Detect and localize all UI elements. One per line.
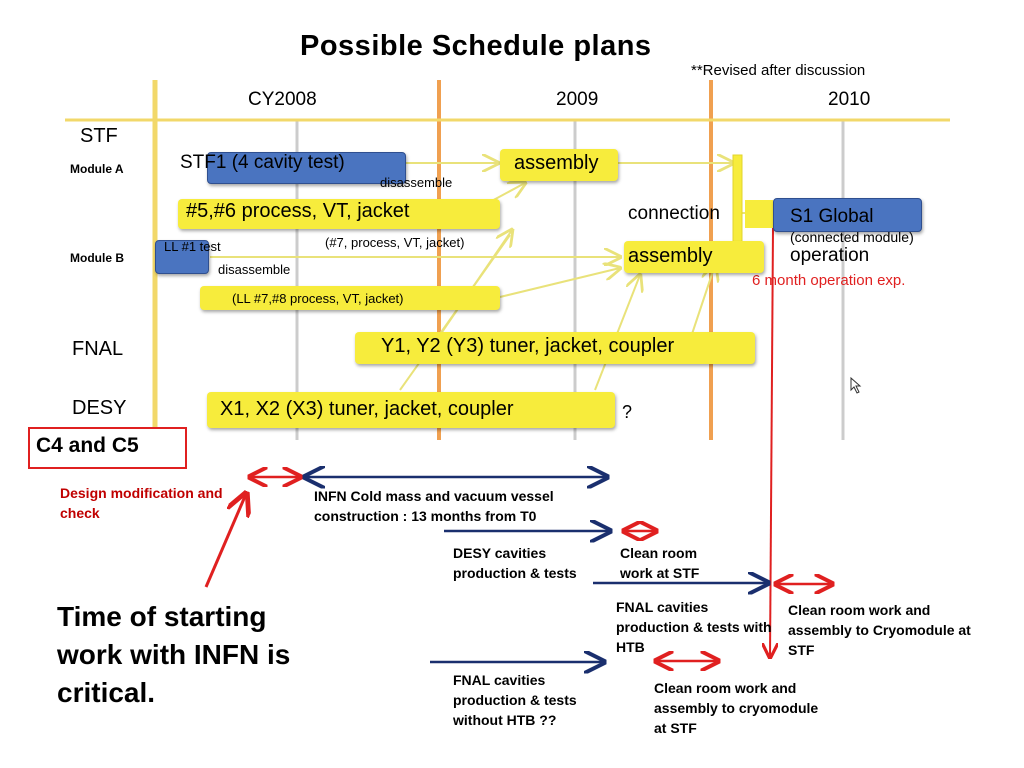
question-mark: ? <box>622 402 633 422</box>
connection-label: connection <box>628 203 720 224</box>
s1-global-bar <box>773 198 922 232</box>
year-label-2009: 2009 <box>556 89 599 110</box>
design-mod-label: Design modification and check <box>60 485 223 521</box>
critical-pointer-arrow <box>204 494 246 588</box>
six-month-label: 6 month operation exp. <box>752 272 906 289</box>
s1-global-label: S1 Global <box>790 206 874 227</box>
row-label-module-a: Module A <box>70 162 124 176</box>
assembly-b-bar <box>624 241 764 273</box>
stf1-label: STF1 (4 cavity test) <box>180 152 345 173</box>
desy-cav-label: DESY cavities production & tests <box>453 545 577 581</box>
c4c5-label: C4 and C5 <box>36 434 139 457</box>
year-label-2008: CY2008 <box>248 89 317 110</box>
stf1-bar <box>207 152 406 184</box>
disassemble-a-label: disassemble <box>380 175 453 190</box>
revised-note: **Revised after discussion <box>691 62 866 79</box>
ll1-test-bar <box>155 240 209 274</box>
desy-bar <box>207 392 615 428</box>
infn-label: INFN Cold mass and vacuum vessel constru… <box>314 488 554 524</box>
fnal-bar <box>355 332 755 364</box>
row-label-stf: STF <box>80 125 118 147</box>
ll78-bar <box>200 286 500 310</box>
clean-cryo-2-label: Clean room work and assembly to cryomodu… <box>654 680 819 736</box>
ll1-test-label: LL #1 test <box>164 239 221 254</box>
fnal-bar-label: Y1, Y2 (Y3) tuner, jacket, coupler <box>381 335 675 357</box>
process56-label: #5,#6 process, VT, jacket <box>186 200 410 222</box>
row-label-desy: DESY <box>72 397 127 419</box>
fnal-htb-label: FNAL cavities production & tests with HT… <box>616 599 772 655</box>
clean-cryo-1-label: Clean room work and assembly to Cryomodu… <box>788 602 971 658</box>
assembly-b-label: assembly <box>628 245 713 267</box>
assembly-a-bar <box>500 149 618 181</box>
fnal-no-htb-label: FNAL cavities production & tests without… <box>453 672 577 728</box>
cursor-icon <box>850 376 862 394</box>
row-label-fnal: FNAL <box>72 338 124 360</box>
process56-bar <box>178 199 500 229</box>
red-vertical-arrow <box>770 227 773 657</box>
assembly-a-label: assembly <box>514 152 599 174</box>
ll78-label: (LL #7,#8 process, VT, jacket) <box>232 291 404 306</box>
page-title: Possible Schedule plans <box>300 30 652 62</box>
operation-label: operation <box>790 245 870 266</box>
process7-label: (#7, process, VT, jacket) <box>325 235 465 250</box>
clean-room-1-label: Clean room work at STF <box>620 545 700 581</box>
desy-bar-label: X1, X2 (X3) tuner, jacket, coupler <box>220 398 514 420</box>
c4c5-box <box>28 427 187 469</box>
time-critical-label: Time of starting work with INFN is criti… <box>57 601 291 708</box>
connected-module-label: (connected module) <box>790 229 914 245</box>
year-label-2010: 2010 <box>828 89 871 110</box>
disassemble-b-label: disassemble <box>218 262 291 277</box>
row-label-module-b: Module B <box>70 251 124 265</box>
